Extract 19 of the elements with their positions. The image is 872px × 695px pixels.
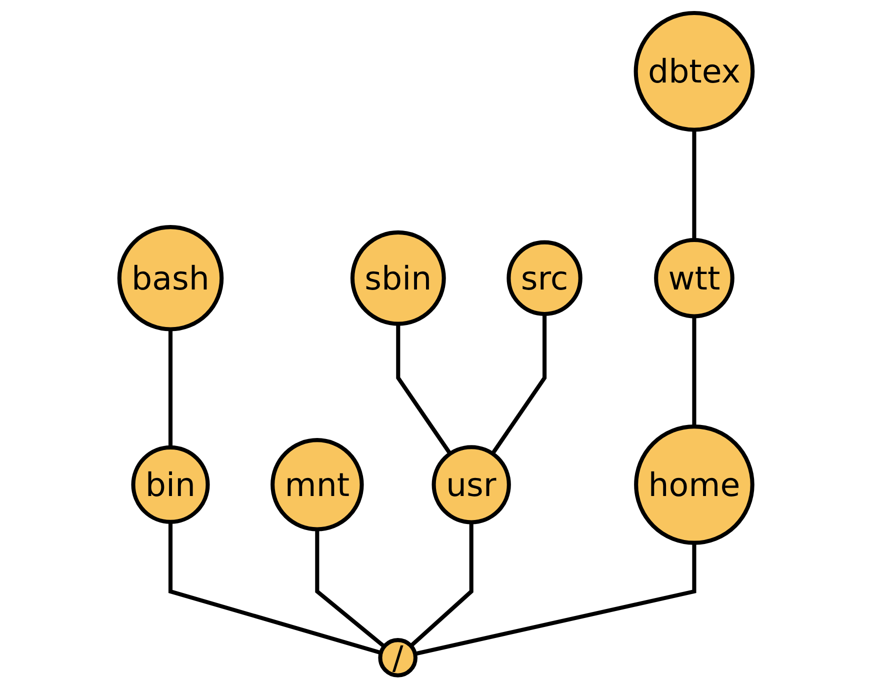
node-circle: / bbox=[378, 638, 418, 678]
connector bbox=[692, 316, 696, 427]
node-circle: bin bbox=[131, 445, 210, 524]
node-circle: src bbox=[506, 240, 582, 316]
connector bbox=[490, 314, 547, 455]
connector bbox=[315, 529, 386, 648]
connector bbox=[168, 522, 382, 655]
node-circle: bash bbox=[117, 225, 224, 332]
connector bbox=[396, 324, 452, 455]
connector bbox=[414, 542, 696, 656]
node-circle: wtt bbox=[654, 238, 734, 318]
connector bbox=[692, 130, 696, 240]
node-circle: usr bbox=[432, 445, 511, 524]
node-circle: home bbox=[634, 424, 754, 545]
node-circle: mnt bbox=[270, 438, 364, 532]
connector bbox=[410, 522, 474, 648]
connector bbox=[168, 329, 173, 448]
node-circle: sbin bbox=[350, 230, 446, 326]
node-circle: dbtex bbox=[634, 10, 755, 132]
